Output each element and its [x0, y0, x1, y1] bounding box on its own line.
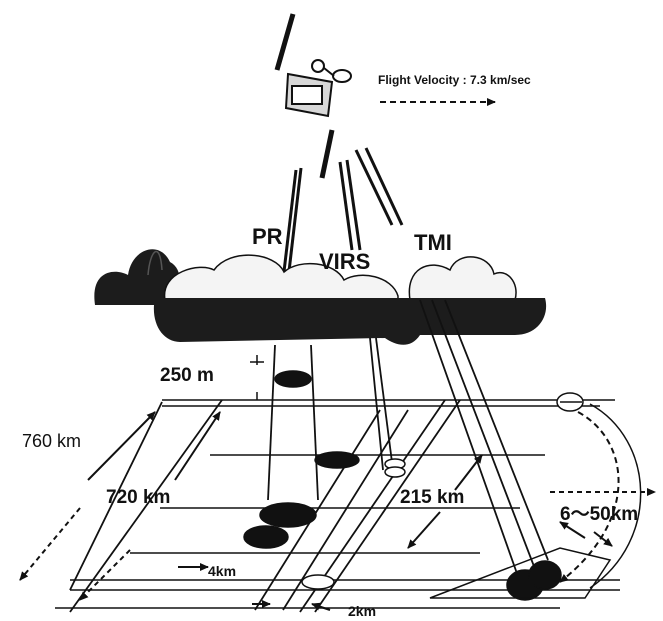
tmi-sensor-label: TMI: [414, 230, 452, 255]
footprint-2km-label: 2km: [348, 603, 377, 619]
pr-sensor-label: PR: [252, 224, 283, 249]
satellite-icon: [274, 13, 352, 179]
swath-760km-label: 760 km: [22, 431, 82, 451]
sensor-beams: [281, 147, 404, 281]
dimension-arrows: [19, 403, 656, 611]
swath-720km-label: 720 km: [106, 487, 171, 508]
footprints: [243, 370, 584, 601]
resolution-250m-label: 250 m: [160, 365, 214, 386]
virs-sensor-label: VIRS: [319, 249, 371, 274]
footprint-4km-label: 4km: [208, 563, 237, 579]
flight-velocity-label: Flight Velocity : 7.3 km/sec: [378, 73, 531, 87]
250m-indicator: [250, 355, 264, 400]
swath-215km-label: 215 km: [400, 487, 465, 508]
range-6-50km-label: 6～50km: [560, 504, 639, 525]
reference-planes: [55, 399, 620, 609]
beam-extensions: [267, 299, 549, 583]
